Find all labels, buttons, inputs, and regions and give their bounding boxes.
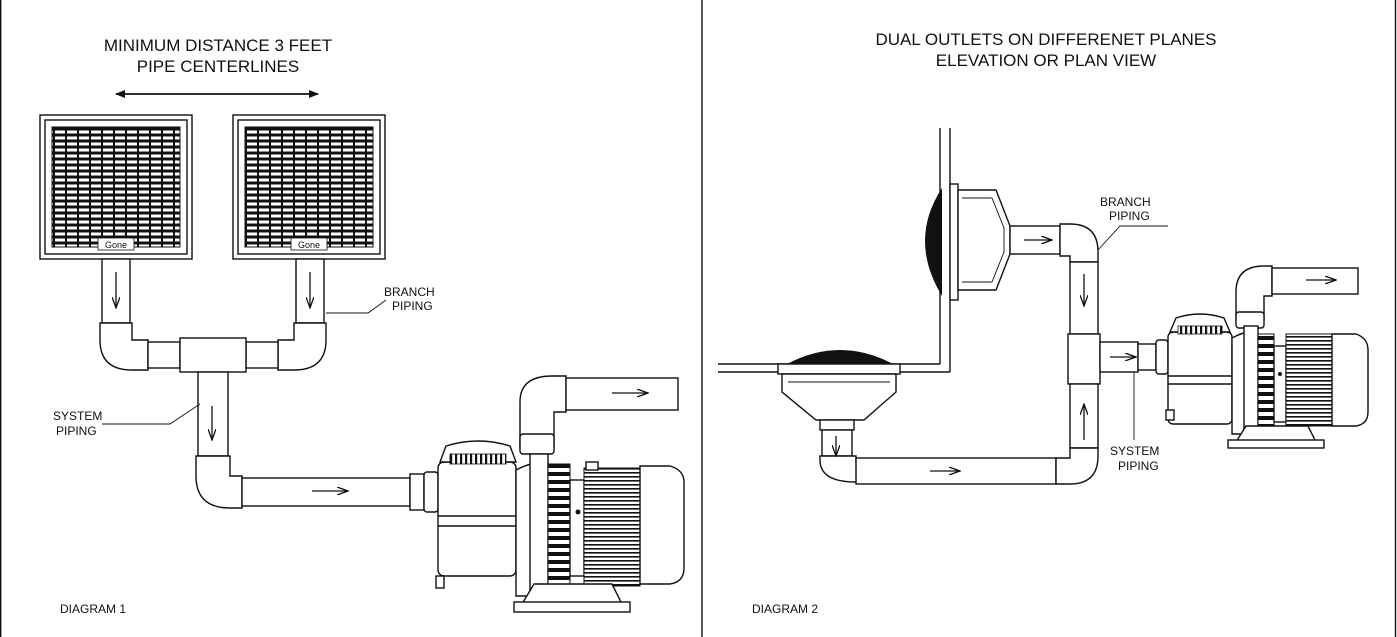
system-piping-1 (195, 371, 425, 511)
diagram1-title-line2: PIPE CENTERLINES (137, 57, 300, 76)
pool-pump-2 (1155, 265, 1369, 449)
diagram2-caption: DIAGRAM 2 (752, 602, 818, 616)
diagram2-system-label-line2: PIPING (1118, 459, 1159, 473)
floor-outlet (777, 350, 901, 421)
diagram1-system-label-line1: SYSTEM (53, 409, 102, 423)
grate-logo-left: Gone (105, 240, 127, 250)
diagram2-branch-label-line1: BRANCH (1100, 195, 1151, 209)
diagram2-system-label-line1: SYSTEM (1110, 444, 1159, 458)
grate-logo-right: Gone (298, 240, 320, 250)
diagram2-title-line1: DUAL OUTLETS ON DIFFERENET PLANES (875, 30, 1216, 49)
diagram2-title-line2: ELEVATION OR PLAN VIEW (936, 51, 1156, 70)
branch-piping-1 (99, 258, 327, 373)
diagram-2: DUAL OUTLETS ON DIFFERENET PLANES ELEVAT… (718, 30, 1369, 616)
diagram1-caption: DIAGRAM 1 (60, 602, 126, 616)
diagram1-branch-label-line2: PIPING (392, 299, 433, 313)
branch-piping-2 (819, 223, 1157, 485)
wall-outlet (925, 183, 1011, 301)
diagram-1: MINIMUM DISTANCE 3 FEET PIPE CENTERLINES… (39, 36, 685, 616)
diagram2-branch-label-line2: PIPING (1109, 209, 1150, 223)
diagram1-system-label-line2: PIPING (56, 424, 97, 438)
pool-wall-and-floor (718, 128, 951, 373)
diagram1-title-line1: MINIMUM DISTANCE 3 FEET (104, 36, 332, 55)
pool-pump-1 (423, 375, 685, 613)
diagram1-branch-label-line1: BRANCH (384, 285, 435, 299)
floor-drain-grate-left: Gone (39, 114, 193, 260)
floor-drain-grate-right: Gone (232, 114, 386, 260)
